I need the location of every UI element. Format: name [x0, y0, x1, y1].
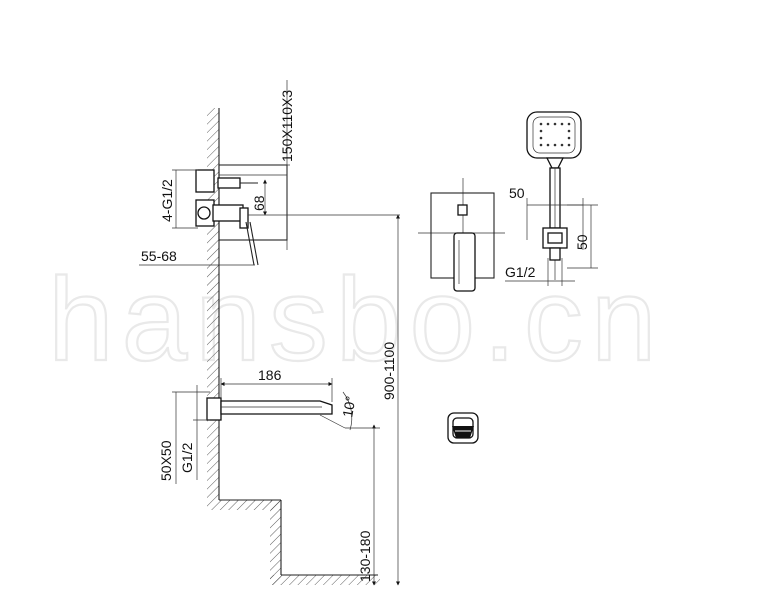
- svg-text:55-68: 55-68: [141, 248, 177, 264]
- svg-text:50X50: 50X50: [158, 440, 174, 481]
- dim-holder-height: 50: [567, 204, 598, 269]
- svg-text:900-1100: 900-1100: [381, 342, 397, 400]
- cover-plate-front: [418, 178, 505, 292]
- svg-text:10°: 10°: [339, 395, 358, 419]
- dim-floor-height: 130-180: [345, 424, 380, 586]
- dim-spout-angle: 10°: [339, 391, 359, 431]
- svg-text:G1/2: G1/2: [179, 442, 195, 473]
- svg-text:G1/2: G1/2: [505, 264, 536, 280]
- dim-spout-connection: 50X50 G1/2: [158, 385, 210, 484]
- dim-valve-offset: 68: [251, 179, 268, 216]
- dim-box-size: 150X110X3: [219, 80, 295, 250]
- svg-text:150X110X3: 150X110X3: [279, 90, 295, 162]
- dim-spout-length: 186: [220, 367, 333, 402]
- svg-text:68: 68: [251, 195, 267, 211]
- svg-text:50: 50: [574, 234, 590, 250]
- svg-text:130-180: 130-180: [357, 530, 373, 582]
- watermark: hansbo.cn: [48, 254, 665, 386]
- svg-text:4-G1/2: 4-G1/2: [159, 179, 175, 222]
- hand-shower: [526, 111, 582, 280]
- spout-front: [447, 412, 479, 444]
- concealed-valve-side: [195, 164, 400, 266]
- dim-connections: 4-G1/2: [159, 169, 198, 229]
- dim-hose-thread: G1/2: [505, 258, 575, 286]
- dim-wall-depth: 55-68: [139, 248, 255, 272]
- dim-holder-width: 50: [509, 185, 584, 250]
- dim-mount-height: 900-1100: [381, 214, 401, 586]
- svg-text:186: 186: [258, 367, 282, 383]
- svg-text:50: 50: [509, 185, 525, 201]
- spout-side: [206, 397, 346, 429]
